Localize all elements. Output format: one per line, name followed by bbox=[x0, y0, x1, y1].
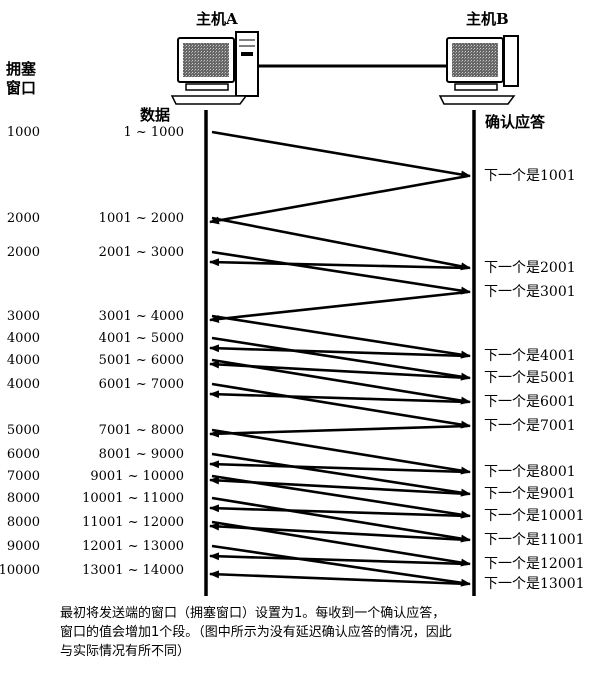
cwnd-value: 7000 bbox=[7, 469, 40, 484]
ack-label: 下一个是10001 bbox=[484, 508, 585, 524]
host-b-computer-icon bbox=[438, 35, 519, 105]
data-segment-arrow bbox=[211, 452, 471, 497]
caption: 最初将发送端的窗口（拥塞窗口）设置为1。每收到一个确认应答， 窗口的值会增加1个… bbox=[60, 604, 580, 661]
cwnd-value: 1000 bbox=[7, 125, 40, 140]
ack-header: 确认应答 bbox=[485, 113, 546, 131]
cwnd-value: 8000 bbox=[7, 515, 40, 530]
cwnd-value: 4000 bbox=[7, 353, 40, 368]
sequence-diagram: 主机A 主机B 拥塞 窗口 数据 确认应答 1000 1 ~ 1000 2000 10… bbox=[0, 10, 585, 596]
data-segment-arrow bbox=[211, 428, 471, 475]
data-range: 6001 ~ 7000 bbox=[99, 377, 184, 392]
cwnd-header-line2: 窗口 bbox=[6, 79, 36, 97]
ack-arrow bbox=[209, 290, 469, 324]
data-range: 4001 ~ 5000 bbox=[99, 331, 184, 346]
data-range: 8001 ~ 9000 bbox=[99, 447, 184, 462]
ack-label: 下一个是8001 bbox=[484, 464, 576, 480]
host-b-label: 主机B bbox=[466, 10, 509, 28]
data-range: 11001 ~ 12000 bbox=[82, 515, 184, 530]
ack-arrow bbox=[209, 174, 469, 225]
data-segment-arrow bbox=[211, 382, 471, 429]
ack-label: 下一个是9001 bbox=[484, 486, 576, 502]
data-range: 1 ~ 1000 bbox=[123, 125, 184, 140]
caption-line-2: 窗口的值会增加1个段。（图中所示为没有延迟确认应答的情况，因此 bbox=[60, 625, 452, 640]
data-range: 3001 ~ 4000 bbox=[99, 309, 184, 324]
ack-arrow bbox=[209, 424, 469, 438]
cwnd-value: 4000 bbox=[7, 377, 40, 392]
host-a-computer-icon bbox=[170, 31, 259, 105]
ack-label: 下一个是13001 bbox=[484, 576, 585, 592]
data-range: 9001 ~ 10000 bbox=[90, 469, 184, 484]
ack-arrow bbox=[209, 504, 469, 518]
data-range: 7001 ~ 8000 bbox=[99, 423, 184, 438]
ack-label: 下一个是12001 bbox=[484, 556, 585, 572]
data-segment-arrow bbox=[211, 544, 471, 587]
data-range: 2001 ~ 3000 bbox=[99, 245, 184, 260]
ack-arrow bbox=[209, 460, 469, 474]
ack-label: 下一个是1001 bbox=[484, 168, 576, 184]
ack-arrow bbox=[209, 344, 469, 358]
data-segment-arrow bbox=[211, 336, 471, 381]
cwnd-value: 3000 bbox=[7, 309, 40, 324]
ack-arrow bbox=[209, 360, 469, 380]
cwnd-value: 2000 bbox=[7, 211, 40, 226]
caption-line-3: 与实际情况有所不同） bbox=[60, 644, 191, 659]
data-segment-arrow bbox=[211, 216, 471, 271]
ack-label: 下一个是5001 bbox=[484, 370, 576, 386]
cwnd-value: 9000 bbox=[7, 539, 40, 554]
ack-label: 下一个是3001 bbox=[484, 284, 576, 300]
data-range: 12001 ~ 13000 bbox=[82, 539, 184, 554]
data-range: 1001 ~ 2000 bbox=[99, 211, 184, 226]
data-header: 数据 bbox=[140, 106, 170, 124]
ack-label: 下一个是2001 bbox=[484, 260, 576, 276]
cwnd-value: 6000 bbox=[7, 447, 40, 462]
data-segment-arrow bbox=[211, 314, 471, 359]
cwnd-value: 8000 bbox=[7, 491, 40, 506]
data-range: 13001 ~ 14000 bbox=[82, 563, 184, 578]
ack-arrow bbox=[209, 570, 469, 586]
ack-arrow bbox=[209, 258, 469, 270]
ack-label: 下一个是11001 bbox=[484, 532, 585, 548]
data-range: 10001 ~ 11000 bbox=[82, 491, 184, 506]
data-segment-arrow bbox=[211, 250, 471, 295]
ack-label: 下一个是7001 bbox=[484, 418, 576, 434]
host-a-label: 主机A bbox=[196, 10, 238, 28]
ack-label: 下一个是4001 bbox=[484, 348, 576, 364]
cwnd-value: 2000 bbox=[7, 245, 40, 260]
ack-arrow bbox=[209, 476, 469, 496]
data-segment-arrow bbox=[211, 496, 471, 543]
data-segment-arrow bbox=[211, 130, 471, 179]
ack-arrow bbox=[209, 390, 469, 404]
ack-arrow bbox=[209, 522, 469, 542]
cwnd-header-line1: 拥塞 bbox=[6, 60, 37, 78]
caption-line-1: 最初将发送端的窗口（拥塞窗口）设置为1。每收到一个确认应答， bbox=[60, 606, 446, 621]
ack-arrow bbox=[209, 552, 469, 566]
ack-label: 下一个是6001 bbox=[484, 394, 576, 410]
data-range: 5001 ~ 6000 bbox=[99, 353, 184, 368]
cwnd-value: 5000 bbox=[7, 423, 40, 438]
cwnd-value: 10000 bbox=[0, 563, 40, 578]
cwnd-value: 4000 bbox=[7, 331, 40, 346]
